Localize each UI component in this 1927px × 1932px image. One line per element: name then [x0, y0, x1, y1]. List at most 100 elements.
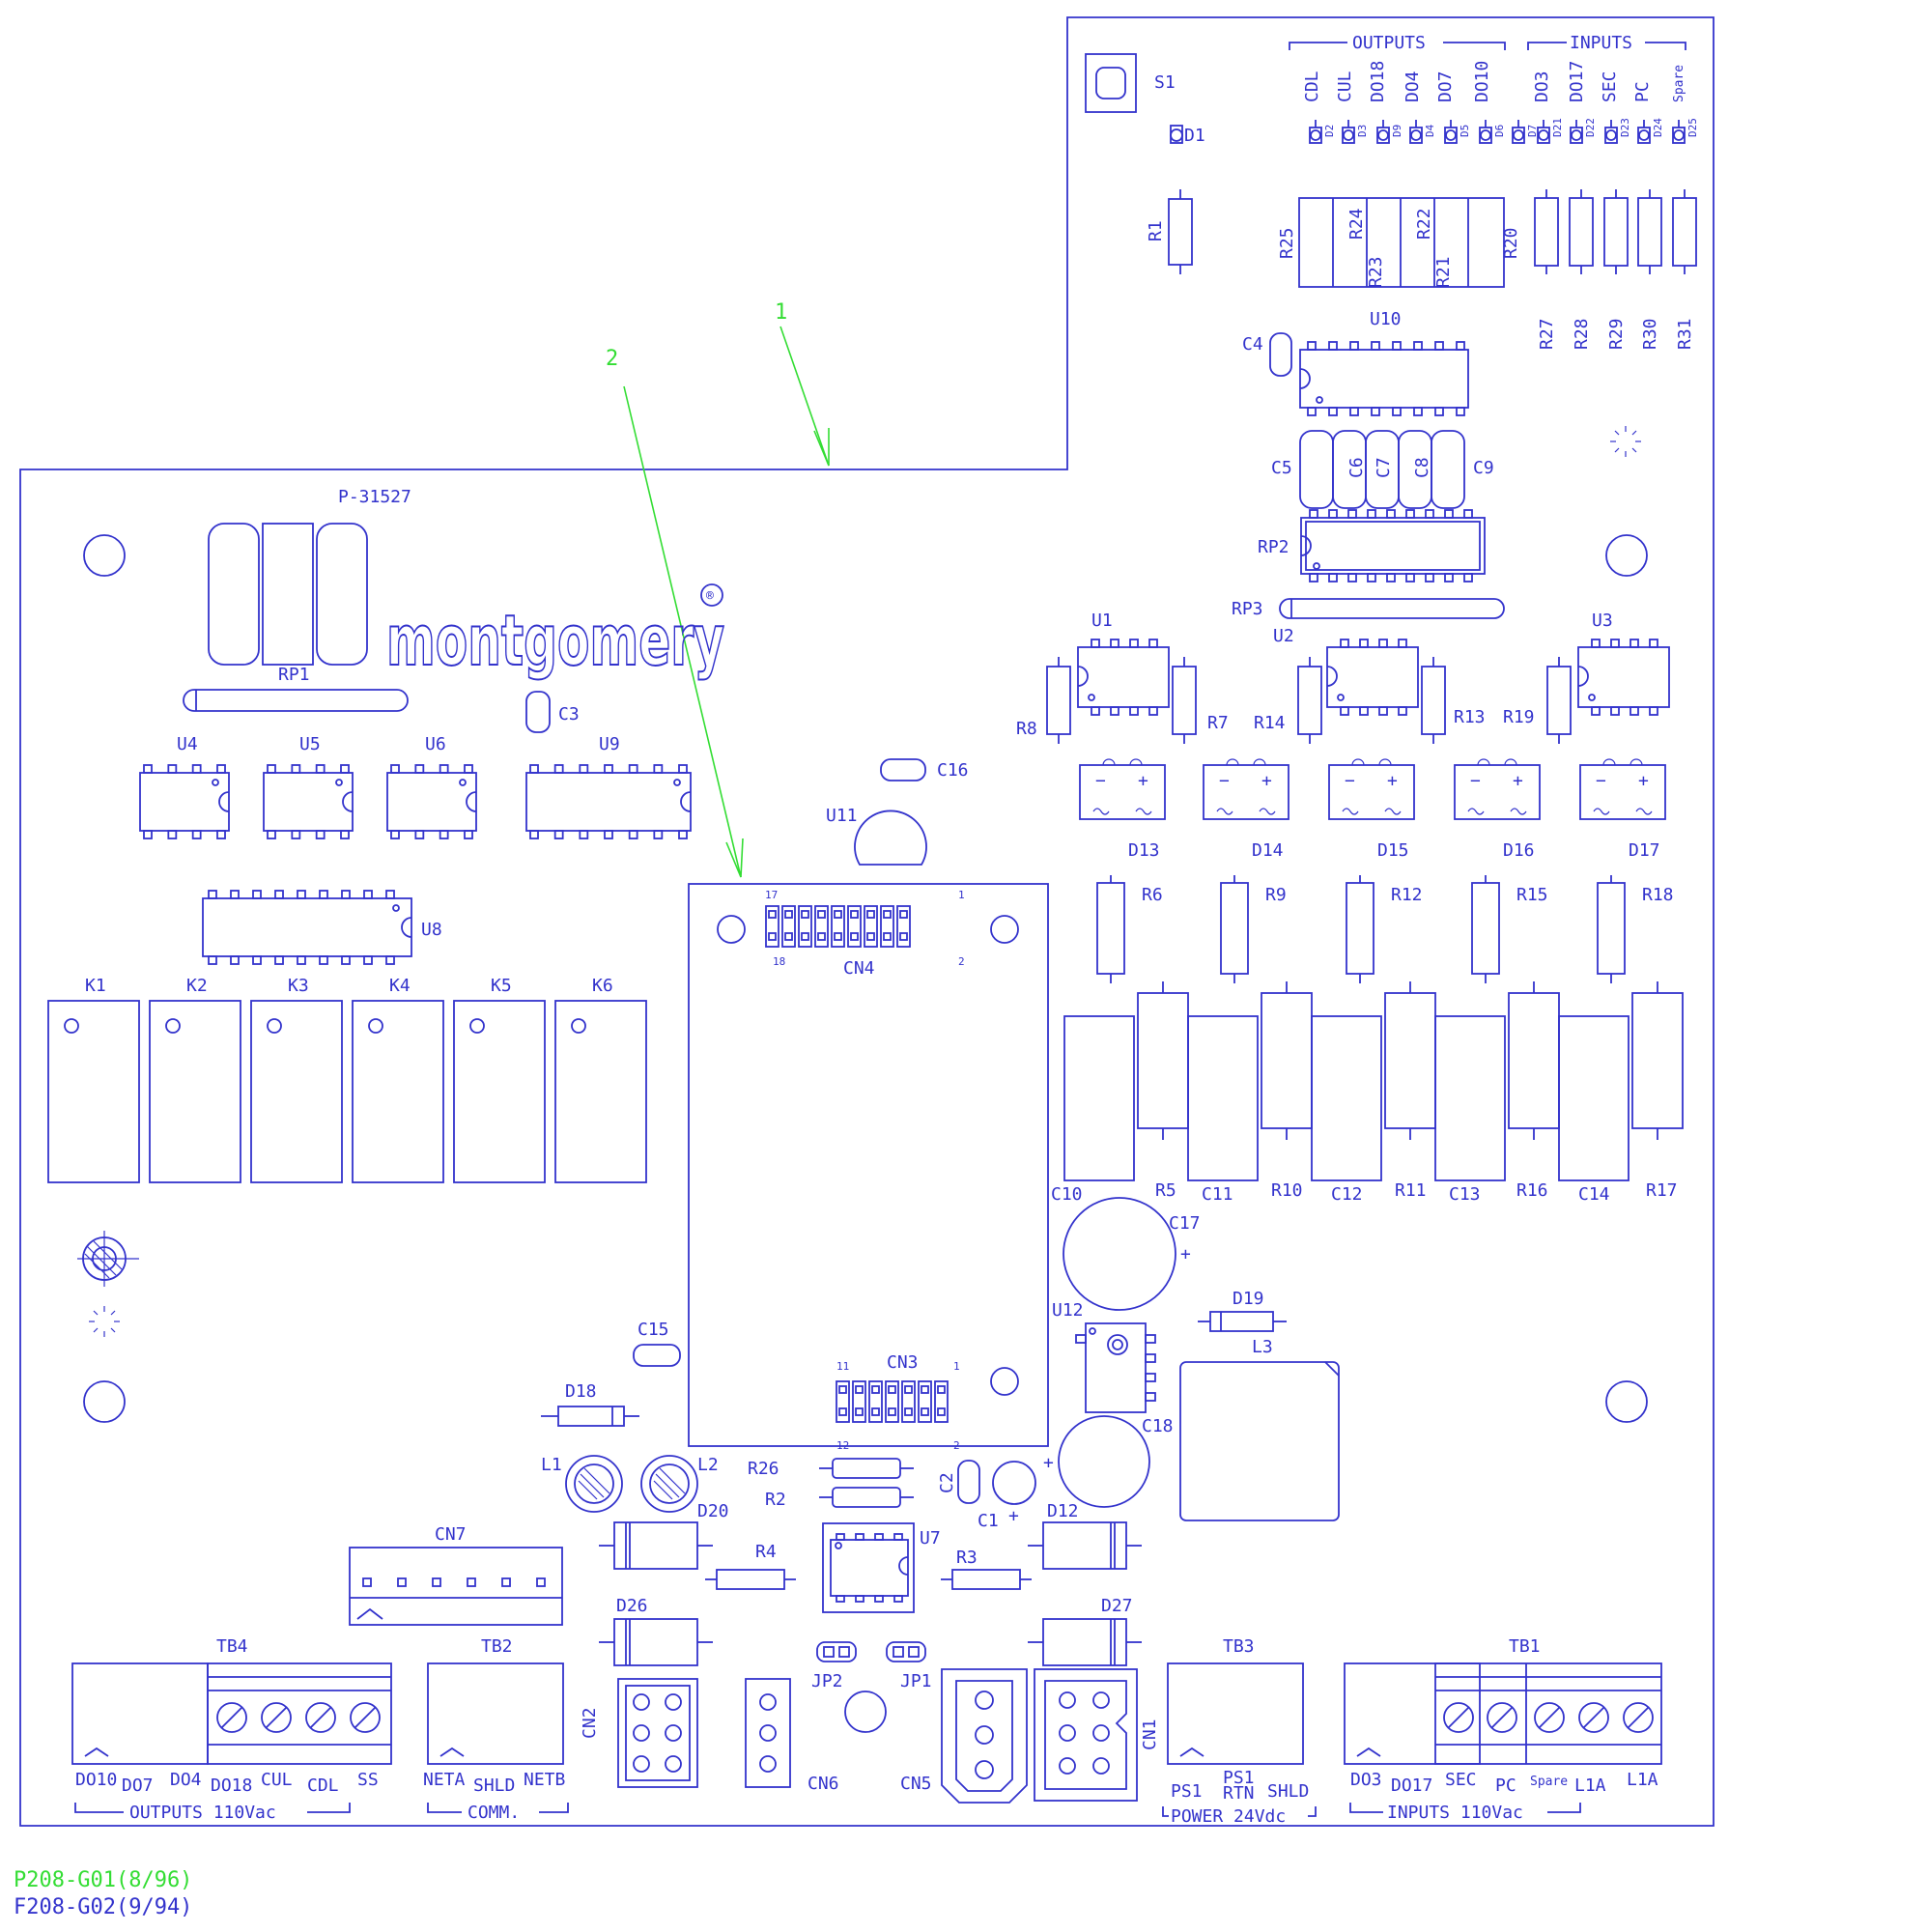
minus-sign: − — [1219, 771, 1230, 791]
c18-label: C18 — [1142, 1416, 1174, 1436]
cap-c4: C4 — [1242, 332, 1292, 377]
opto-coupler: U3 — [1577, 611, 1670, 716]
u7-label: U7 — [920, 1528, 941, 1548]
tb4-group-label: OUTPUTS 110Vac — [129, 1803, 276, 1823]
resistor-r26: R26 — [748, 1458, 914, 1479]
input-led-label: SEC — [1600, 71, 1620, 102]
tb2-label: TB2 — [481, 1636, 513, 1657]
ic-u4: U4 — [139, 734, 230, 839]
callout-2: 2 — [606, 347, 744, 878]
plus-sign: + — [1138, 771, 1148, 791]
u12-label: U12 — [1052, 1300, 1084, 1321]
tb1-pin-l1a-1: L1A — [1574, 1776, 1606, 1796]
resistor-pack-rp3: RP3 — [1232, 598, 1505, 619]
r25-label: R25 — [1277, 227, 1297, 259]
terminal-block-tb2: TB2 NETA SHLD NETB COMM. — [423, 1636, 569, 1823]
opto-resistor: R13 — [1421, 657, 1486, 744]
relay: K2 — [149, 976, 241, 1183]
output-led-label: DO18 — [1368, 61, 1388, 102]
plus-sign: + — [1387, 771, 1398, 791]
opto-resistor-label: R19 — [1503, 707, 1535, 727]
cn4-pin18: 18 — [773, 955, 785, 968]
snubber: C13 R16 — [1434, 981, 1560, 1205]
resistor-r2: R2 — [765, 1487, 914, 1510]
input-led: D22 — [1570, 118, 1597, 144]
rp2-label: RP2 — [1258, 537, 1289, 557]
output-led: D7 — [1512, 120, 1539, 144]
jp2-label: JP2 — [811, 1671, 843, 1691]
input-diode-ref: D25 — [1686, 118, 1699, 137]
bridge-resistor-label: R18 — [1642, 885, 1674, 905]
snubber-cap-label: C13 — [1449, 1184, 1481, 1205]
r23-label: R23 — [1366, 256, 1386, 288]
outputs-header-label: OUTPUTS — [1352, 33, 1426, 53]
input-led: D25 — [1672, 118, 1699, 144]
resistor-pack-rp1: RP1 — [183, 665, 409, 712]
output-diode-ref: D7 — [1526, 125, 1539, 137]
ic-u8: U8 — [202, 890, 442, 965]
tb4-pin-cdl: CDL — [307, 1776, 339, 1796]
input-diode-ref: D23 — [1619, 118, 1631, 137]
rp3-label: RP3 — [1232, 599, 1263, 619]
opto-resistor-label: R14 — [1254, 713, 1286, 733]
r20-label: R20 — [1501, 227, 1521, 259]
ic-u10: U10 — [1299, 309, 1469, 416]
bridge-label: D16 — [1503, 840, 1535, 861]
tb1-group-label: INPUTS 110Vac — [1387, 1803, 1523, 1823]
c5-label: C5 — [1271, 458, 1292, 478]
ic-label: U6 — [425, 734, 446, 754]
bridge-label: D14 — [1252, 840, 1284, 861]
resistor-r3: R3 — [941, 1548, 1032, 1590]
output-led-label: CUL — [1335, 71, 1355, 102]
tb4-pin-do10: DO10 — [75, 1770, 117, 1790]
cap-c18: C18 + — [1043, 1415, 1174, 1508]
r2-label: R2 — [765, 1490, 786, 1510]
cn4-pin17: 17 — [765, 889, 778, 901]
opto-coupler: U2 — [1273, 626, 1419, 716]
module-board — [688, 883, 1049, 1447]
connector-cn3: 11 12 1 2 CN3 — [836, 1352, 960, 1452]
relay: K3 — [250, 976, 343, 1183]
tb3-pin-ps1: PS1 — [1171, 1781, 1203, 1802]
caps-c5-c9: C5 C6 C7 C8 C9 — [1271, 430, 1494, 509]
c3-label: C3 — [558, 704, 580, 724]
fiducial-marker-left — [89, 1306, 120, 1337]
input-diode-ref: D22 — [1584, 118, 1597, 137]
tb4-pin-do4: DO4 — [170, 1770, 202, 1790]
input-diode-ref: D24 — [1652, 118, 1664, 137]
jp1-label: JP1 — [900, 1671, 932, 1691]
tb4-pin-ss: SS — [357, 1770, 379, 1790]
rp1-label: RP1 — [278, 665, 310, 685]
input-led: D24 — [1637, 118, 1664, 144]
diode-d19: D19 — [1198, 1289, 1287, 1332]
snubber-resistor-label: R17 — [1646, 1180, 1678, 1201]
ground-hole — [77, 1231, 139, 1287]
diode-d18: D18 — [541, 1381, 639, 1427]
diode-d12: D12 — [1028, 1501, 1142, 1570]
connector-cn7: CN7 — [349, 1524, 563, 1626]
callout-2-label: 2 — [606, 347, 618, 371]
resistor-network: R25 R24 R23 R22 R21 R20 — [1277, 197, 1521, 288]
output-led: D9 — [1376, 120, 1403, 144]
cn6-label: CN6 — [808, 1774, 839, 1794]
inputs-header: INPUTS — [1527, 33, 1686, 53]
tb1-pin-spare: Spare — [1530, 1775, 1568, 1789]
c7-label: C7 — [1374, 457, 1394, 478]
snubber-resistor-label: R16 — [1516, 1180, 1548, 1201]
resistor-r1: R1 — [1146, 189, 1193, 274]
u8-label: U8 — [421, 920, 442, 940]
input-resistor-label: R27 — [1537, 318, 1557, 350]
ic-u9: U9 — [525, 734, 692, 839]
relay: K4 — [352, 976, 444, 1183]
cap-c1: C1 + — [978, 1461, 1036, 1531]
ic-u7: U7 — [822, 1522, 941, 1613]
brand-wordmark: montgomery — [386, 600, 724, 681]
d20-label: D20 — [697, 1501, 729, 1521]
